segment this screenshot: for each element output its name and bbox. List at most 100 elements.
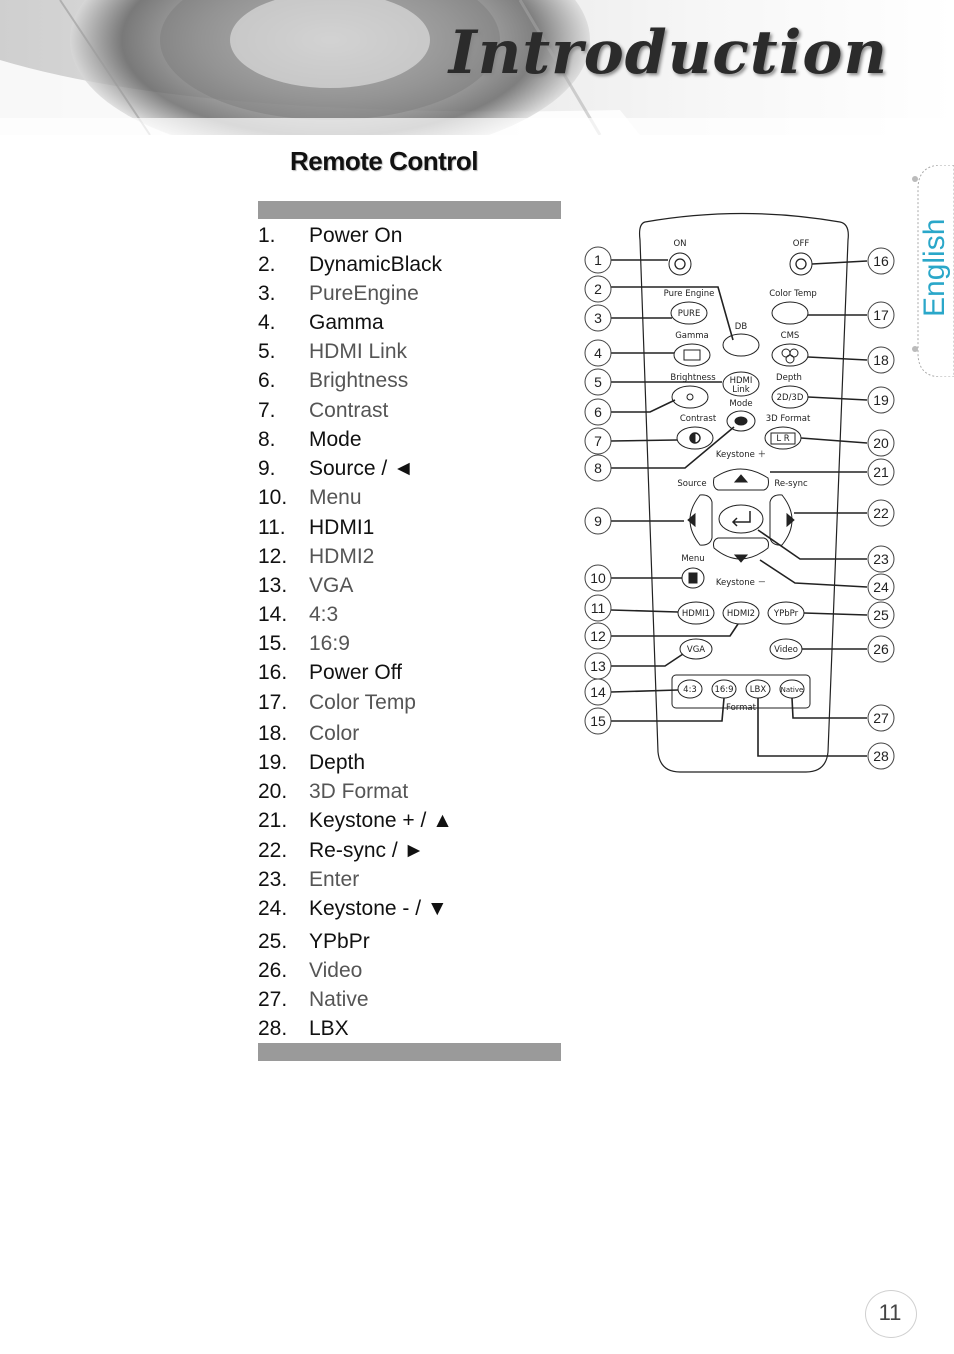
list-item-label: Native bbox=[309, 988, 369, 1011]
leader-line bbox=[611, 399, 676, 413]
list-item-number: 19. bbox=[258, 751, 288, 774]
gamma-icon bbox=[683, 349, 701, 361]
list-item-label: HDMI2 bbox=[309, 545, 375, 568]
callout-number: 4 bbox=[594, 345, 602, 361]
callout-number: 7 bbox=[594, 433, 602, 449]
callout-number: 3 bbox=[594, 310, 602, 326]
callout-number: 2 bbox=[594, 281, 602, 297]
callout-number: 21 bbox=[873, 464, 889, 480]
callout-circle bbox=[584, 594, 612, 622]
remote-label-on: ON bbox=[673, 239, 686, 249]
list-item-number: 16. bbox=[258, 661, 288, 684]
list-item-label: Depth bbox=[309, 751, 366, 774]
list-item-number: 22. bbox=[258, 839, 288, 862]
remote-label-hdmi-link-2: Link bbox=[732, 385, 749, 395]
callout-number: 16 bbox=[873, 253, 889, 269]
language-label: English bbox=[918, 218, 951, 317]
callout-number: 28 bbox=[873, 748, 889, 764]
list-item-label: Power Off bbox=[309, 661, 402, 684]
enter-icon bbox=[731, 511, 751, 527]
list-item-label: Gamma bbox=[309, 311, 384, 334]
callout-circle bbox=[584, 427, 612, 455]
callout-circle bbox=[584, 398, 612, 426]
list-item-label: Keystone - / ▼ bbox=[309, 897, 448, 920]
callout-circle bbox=[867, 301, 895, 329]
callout-circle bbox=[584, 707, 612, 735]
remote-label-source: Source bbox=[677, 479, 706, 489]
page-number: 11 bbox=[878, 1300, 902, 1325]
callout-circle bbox=[584, 368, 612, 396]
list-item-number: 14. bbox=[258, 603, 288, 626]
remote-label-r169: 16:9 bbox=[714, 685, 733, 695]
list-item-number: 4. bbox=[258, 311, 276, 334]
list-item-label: Keystone + / ▲ bbox=[309, 809, 453, 832]
leader-line bbox=[757, 529, 867, 560]
language-tab: English bbox=[912, 165, 954, 377]
leader-line bbox=[611, 286, 734, 341]
callout-circle bbox=[867, 545, 895, 573]
right-arrow-icon bbox=[786, 512, 795, 528]
list-item-number: 1. bbox=[258, 224, 276, 247]
remote-label-brightness: Brightness bbox=[670, 373, 716, 383]
gamma-button bbox=[673, 343, 711, 367]
leader-line bbox=[800, 437, 868, 444]
callout-circle bbox=[584, 246, 612, 274]
up-arrow-icon bbox=[733, 474, 749, 483]
power-off-button bbox=[789, 252, 813, 276]
list-item-number: 27. bbox=[258, 988, 288, 1011]
format-group bbox=[671, 674, 811, 709]
remote-label-keystone-plus: Keystone ＋ bbox=[716, 450, 766, 460]
list-item-number: 23. bbox=[258, 868, 288, 891]
callout-circle bbox=[867, 742, 895, 770]
callout-number: 26 bbox=[873, 641, 889, 657]
list-item-label: HDMI Link bbox=[309, 340, 408, 363]
list-item-label: 16:9 bbox=[309, 632, 350, 655]
remote-label-hdmi1: HDMI1 bbox=[682, 609, 710, 619]
leader-line bbox=[610, 689, 679, 693]
callout-number: 14 bbox=[590, 684, 606, 700]
remote-label-resync: Re-sync bbox=[774, 479, 808, 489]
remote-label-menu: Menu bbox=[681, 554, 704, 564]
list-item-number: 7. bbox=[258, 399, 276, 422]
list-item-label: PureEngine bbox=[309, 282, 419, 305]
list-item-label: Mode bbox=[309, 428, 362, 451]
list-item-number: 28. bbox=[258, 1017, 288, 1040]
remote-label-pure-engine: Pure Engine bbox=[664, 289, 715, 299]
list-item-label: Video bbox=[309, 959, 363, 982]
callout-number: 11 bbox=[591, 600, 606, 616]
down-arrow-icon bbox=[733, 554, 749, 563]
brightness-button bbox=[671, 385, 709, 409]
callout-circle bbox=[867, 386, 895, 414]
list-item-label: HDMI1 bbox=[309, 516, 375, 539]
list-item-label: Brightness bbox=[309, 369, 409, 392]
list-item-number: 24. bbox=[258, 897, 288, 920]
list-item-number: 26. bbox=[258, 959, 288, 982]
callout-circle bbox=[584, 304, 612, 332]
list-item-label: Color bbox=[309, 722, 360, 745]
leader-line bbox=[611, 697, 725, 722]
callout-circle bbox=[584, 275, 612, 303]
remote-label-vga: VGA bbox=[687, 645, 705, 655]
callout-circle bbox=[584, 678, 612, 706]
page-header: Introduction bbox=[0, 0, 954, 135]
callout-number: 5 bbox=[594, 374, 602, 390]
remote-label-off: OFF bbox=[793, 239, 810, 249]
callout-circle bbox=[867, 346, 895, 374]
callout-circle bbox=[584, 454, 612, 482]
power-off-icon bbox=[795, 258, 807, 270]
remote-label-hdmi2: HDMI2 bbox=[727, 609, 755, 619]
remote-label-depth-btn: 2D/3D bbox=[777, 393, 804, 403]
callout-number: 23 bbox=[873, 551, 889, 567]
list-item-number: 3. bbox=[258, 282, 276, 305]
power-on-button bbox=[668, 252, 692, 276]
remote-label-mode: Mode bbox=[729, 399, 752, 409]
remote-label-cms: CMS bbox=[781, 331, 800, 341]
callout-circle bbox=[867, 429, 895, 457]
callout-number: 18 bbox=[873, 352, 889, 368]
sun-icon bbox=[686, 393, 694, 401]
list-item-number: 25. bbox=[258, 930, 288, 953]
list-item-label: Source / ◄ bbox=[309, 457, 414, 480]
callout-number: 1 bbox=[594, 252, 602, 268]
remote-label-r43: 4:3 bbox=[683, 685, 697, 695]
remote-label-db: DB bbox=[735, 322, 748, 332]
